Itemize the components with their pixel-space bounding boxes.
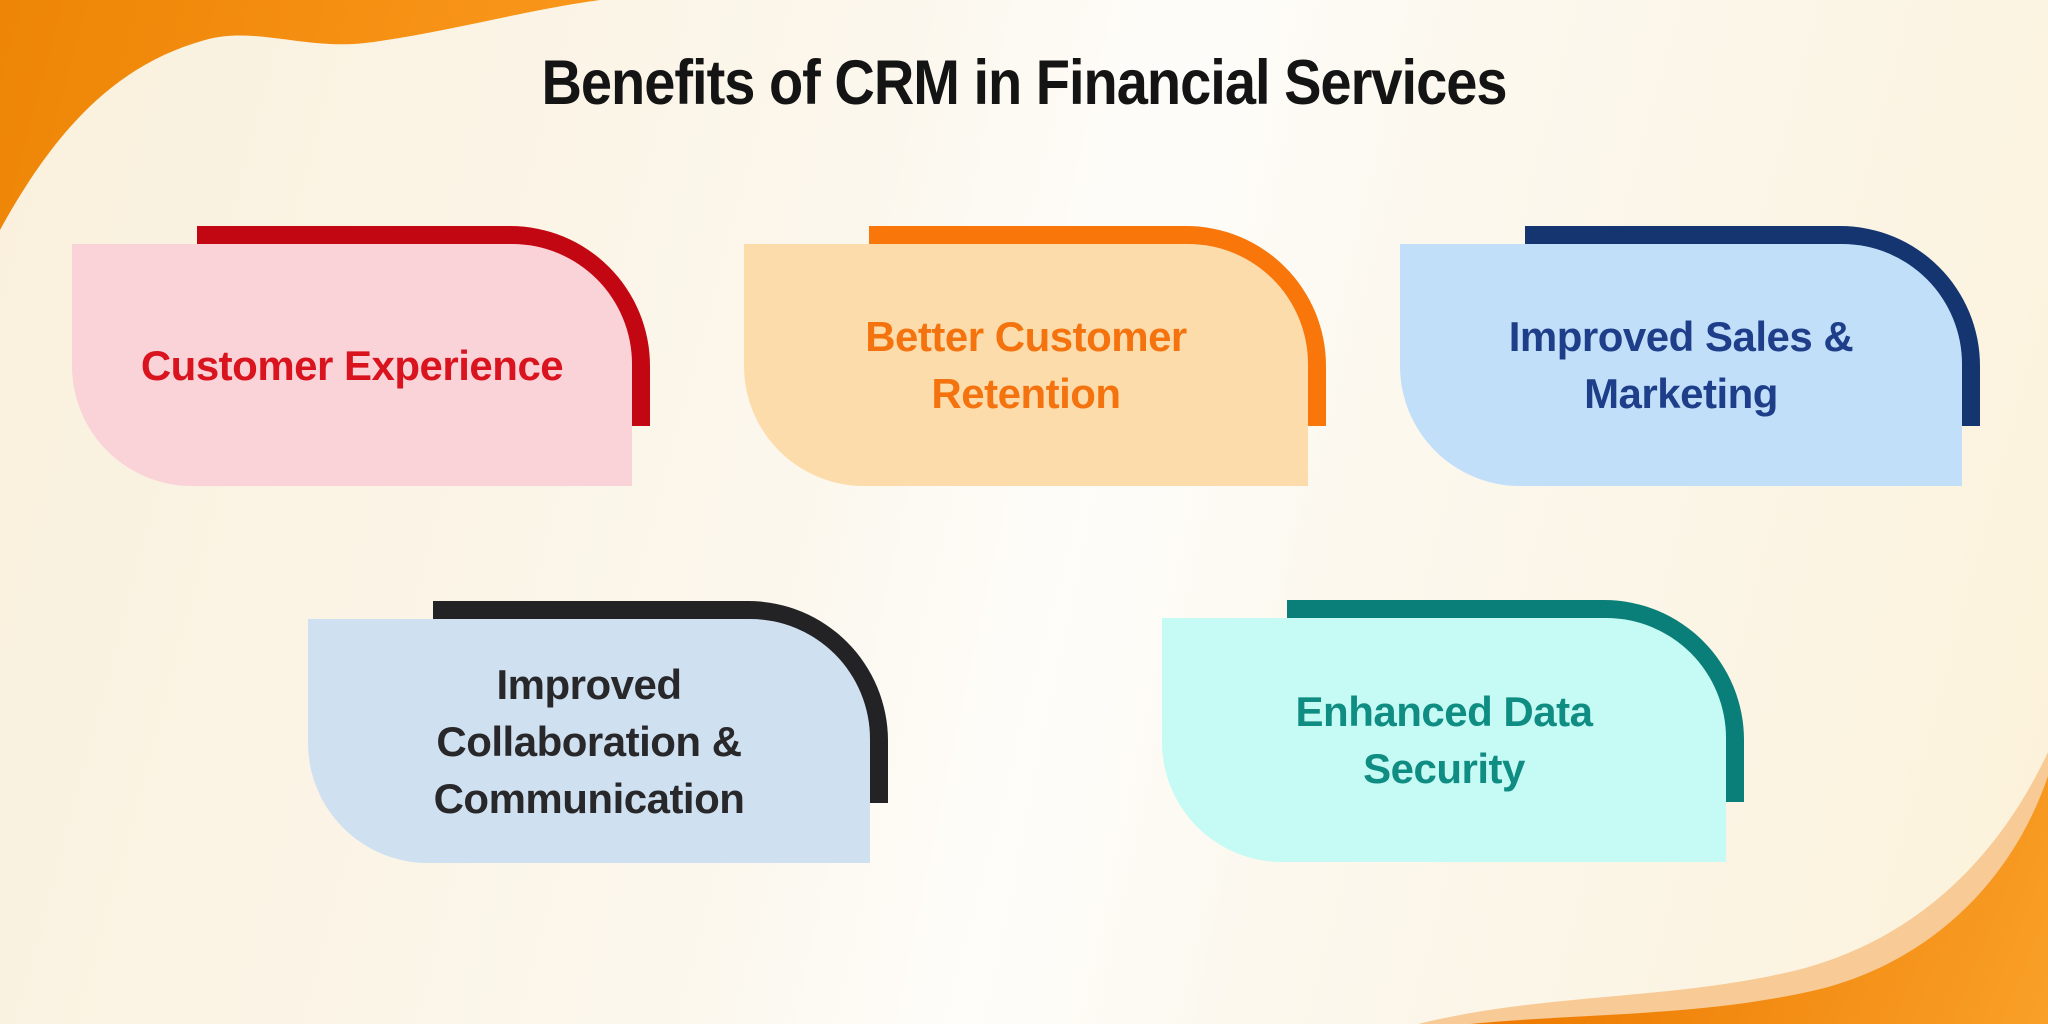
card-body: Better Customer Retention <box>744 244 1308 486</box>
card-body: Improved Collaboration & Communication <box>308 619 870 863</box>
card-body: Improved Sales & Marketing <box>1400 244 1962 486</box>
card-body: Customer Experience <box>72 244 632 486</box>
page-title: Benefits of CRM in Financial Services <box>541 47 1507 118</box>
card-improved-sales-marketing: Improved Sales & Marketing <box>1400 226 1980 486</box>
card-label: Improved Collaboration & Communication <box>433 660 745 822</box>
card-customer-experience: Customer Experience <box>72 226 650 486</box>
card-label: Enhanced Data Security <box>1295 688 1593 792</box>
card-enhanced-data-security: Enhanced Data Security <box>1162 600 1744 862</box>
card-improved-collaboration-communication: Improved Collaboration & Communication <box>308 601 888 863</box>
card-better-customer-retention: Better Customer Retention <box>744 226 1326 486</box>
card-body: Enhanced Data Security <box>1162 618 1726 862</box>
card-label: Better Customer Retention <box>865 313 1187 417</box>
card-label: Customer Experience <box>140 341 564 389</box>
card-label: Improved Sales & Marketing <box>1508 313 1854 417</box>
